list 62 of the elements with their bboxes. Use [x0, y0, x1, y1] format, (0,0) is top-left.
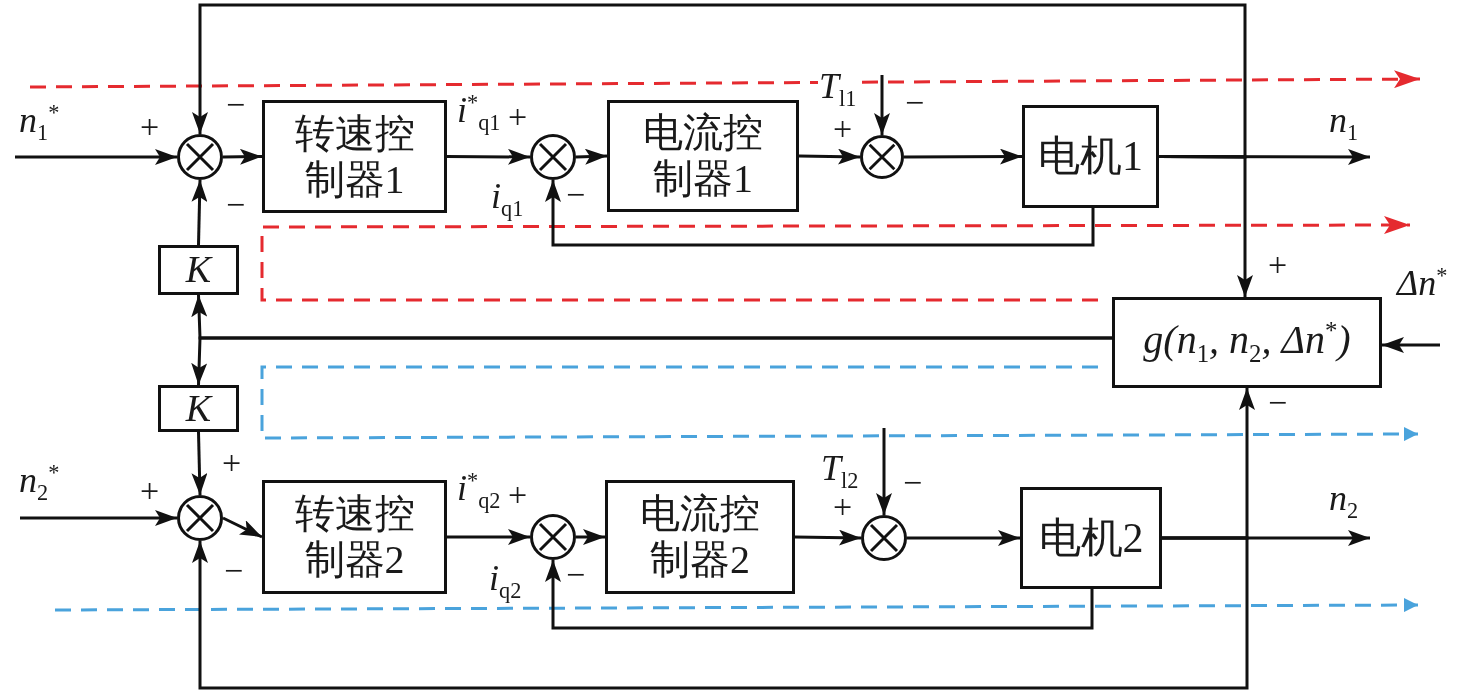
sign-label: − — [226, 188, 246, 222]
signal-arrow — [1382, 337, 1440, 353]
sign-label: − — [566, 558, 586, 592]
sign-label: − — [224, 554, 244, 588]
sign-label: + — [508, 100, 528, 134]
summing-junction — [177, 134, 223, 180]
sign-label: + — [140, 110, 160, 144]
signal-arrow — [15, 149, 177, 165]
summing-junction — [530, 514, 576, 560]
signal-arrow — [904, 148, 1022, 165]
block-label: 转速控制器1 — [293, 110, 416, 203]
block-label: K — [184, 248, 214, 292]
sign-label: + — [1268, 248, 1288, 282]
signal-arrow — [191, 336, 1112, 386]
signal-arrow — [545, 180, 1095, 247]
block-label: 电流控制器2 — [639, 491, 761, 583]
block-label: K — [184, 386, 214, 431]
signal-arrow — [447, 529, 530, 545]
signal-arrow — [222, 516, 263, 539]
sign-label: − — [903, 466, 923, 500]
block-label: 电机1 — [1037, 132, 1144, 181]
sign-label: − — [566, 178, 586, 212]
transfer-block — [1020, 487, 1162, 589]
transfer-block — [158, 385, 239, 432]
sign-label: − — [226, 88, 246, 122]
sign-label: + — [508, 478, 528, 512]
signal-arrow — [545, 560, 1094, 630]
block-label: g(n$_{1}$, n$_{2}$, Δn$^{*}$) — [1142, 316, 1352, 369]
summing-junction — [530, 134, 576, 180]
signal-arrow — [1159, 155, 1253, 297]
block-label: 电机2 — [1037, 513, 1145, 563]
signal-arrow — [876, 428, 892, 515]
signal-arrow — [222, 148, 263, 165]
transfer-block — [1022, 105, 1159, 208]
sign-label: + — [833, 112, 853, 146]
signal-arrow — [874, 75, 890, 135]
summing-junction — [860, 135, 904, 179]
transfer-block — [1112, 297, 1382, 388]
summing-junction — [861, 515, 907, 561]
sign-label: − — [1268, 386, 1288, 420]
signal-arrow — [191, 179, 208, 246]
transfer-block — [262, 480, 447, 594]
sign-label: + — [833, 490, 853, 524]
signal-arrow — [575, 148, 608, 165]
transfer-block — [262, 100, 447, 213]
sign-label: + — [140, 474, 160, 508]
signal-arrow — [576, 529, 605, 545]
signal-arrow — [1162, 388, 1255, 540]
signal-arrow — [447, 148, 530, 165]
signal-arrow — [20, 510, 177, 526]
sign-label: − — [905, 86, 925, 120]
transfer-block — [607, 100, 799, 212]
summing-junction — [177, 495, 223, 541]
block-label: 转速控制器2 — [293, 491, 416, 583]
block-label: 电流控制器1 — [642, 110, 764, 202]
sign-label: + — [222, 446, 242, 480]
signal-arrow — [907, 530, 1020, 546]
signal-arrow — [794, 529, 862, 546]
transfer-block — [605, 480, 795, 594]
signal-arrow — [798, 148, 861, 165]
signal-arrow — [191, 431, 208, 496]
transfer-block — [158, 245, 239, 295]
